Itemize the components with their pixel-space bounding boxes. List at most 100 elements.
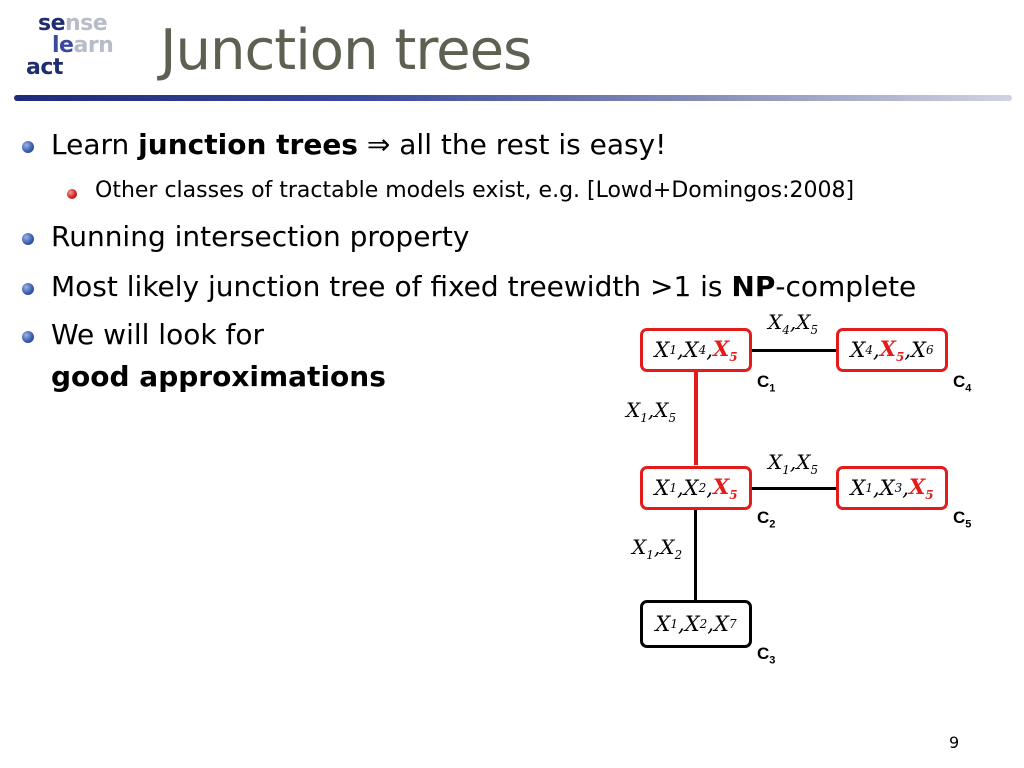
label-sub: 4 bbox=[965, 382, 972, 395]
edge-c2-c3 bbox=[694, 509, 697, 601]
label-letter: C bbox=[757, 372, 770, 391]
var-sub: 1 bbox=[865, 481, 873, 495]
clique-label-c2: C2 bbox=[757, 508, 775, 530]
logo-text: se bbox=[38, 11, 66, 36]
var-highlight: X bbox=[712, 335, 730, 361]
sub-bullet-text: Other classes of tractable models exist,… bbox=[95, 178, 855, 203]
var-sub: 2 bbox=[674, 548, 683, 562]
clique-label-c4: C4 bbox=[953, 372, 971, 394]
var-sub: 4 bbox=[782, 323, 790, 337]
separator-c2-c3: X1,X2 bbox=[632, 535, 683, 562]
label-sub: 1 bbox=[769, 382, 776, 395]
logo-text: arn bbox=[73, 33, 114, 58]
edge-c1-c4 bbox=[750, 349, 838, 352]
var-sub: 1 bbox=[669, 343, 677, 357]
var-sub: 2 bbox=[698, 481, 707, 495]
var-sub: 5 bbox=[668, 411, 677, 425]
label-letter: C bbox=[757, 644, 770, 663]
var-sub: 1 bbox=[669, 481, 677, 495]
var: X bbox=[683, 476, 699, 500]
var-sub: 3 bbox=[894, 481, 903, 495]
separator-c1-c2: X1,X5 bbox=[626, 398, 677, 425]
logo-text: nse bbox=[65, 11, 108, 36]
label-sub: 3 bbox=[769, 654, 776, 667]
bullet-text: Running intersection property bbox=[51, 220, 470, 253]
var: X bbox=[660, 535, 675, 559]
var-sub: 4 bbox=[698, 343, 707, 357]
var-sub: 2 bbox=[699, 617, 708, 631]
label-letter: C bbox=[953, 372, 966, 391]
var: X bbox=[713, 612, 729, 636]
clique-label-c1: C1 bbox=[757, 372, 775, 394]
var: X bbox=[796, 310, 811, 334]
var: X bbox=[850, 476, 866, 500]
slide-title: Junction trees bbox=[160, 18, 532, 83]
var-sub: 5 bbox=[729, 488, 738, 503]
var-sub: 5 bbox=[729, 350, 738, 365]
bullet-bold-text: junction trees bbox=[138, 128, 358, 161]
edge-c2-c5 bbox=[750, 487, 838, 490]
var: X bbox=[654, 398, 669, 422]
var: X bbox=[654, 476, 670, 500]
bullet-icon bbox=[22, 331, 34, 343]
var: X bbox=[911, 338, 926, 362]
sub-bullet-icon bbox=[67, 189, 77, 199]
page-number: 9 bbox=[949, 733, 960, 752]
var-sub: 6 bbox=[925, 343, 934, 357]
label-sub: 2 bbox=[769, 518, 776, 531]
label-sub: 5 bbox=[965, 518, 972, 531]
var-sub: 4 bbox=[865, 343, 873, 357]
bullet-text: Most likely junction tree of fixed treew… bbox=[51, 270, 732, 303]
var: X bbox=[768, 310, 783, 334]
clique-label-c3: C3 bbox=[757, 644, 775, 666]
bullet-text: all the rest is easy! bbox=[390, 128, 667, 161]
var-sub: 1 bbox=[670, 617, 679, 631]
var: X bbox=[684, 612, 700, 636]
var: X bbox=[655, 612, 671, 636]
clique-label-c5: C5 bbox=[953, 508, 971, 530]
var: X bbox=[654, 338, 670, 362]
var: X bbox=[626, 398, 641, 422]
var: X bbox=[683, 338, 699, 362]
bullet-text: We will look for bbox=[51, 318, 264, 351]
var-sub: 1 bbox=[646, 548, 654, 562]
var-sub: 1 bbox=[782, 463, 790, 477]
var-highlight: X bbox=[879, 335, 896, 361]
var: X bbox=[632, 535, 647, 559]
edge-c1-c2 bbox=[694, 371, 698, 465]
var-sub: 1 bbox=[640, 411, 648, 425]
var-sub: 5 bbox=[895, 350, 905, 365]
bullet-text: -complete bbox=[775, 270, 917, 303]
logo-text: le bbox=[52, 33, 74, 58]
title-underline bbox=[14, 95, 1012, 101]
label-letter: C bbox=[953, 508, 966, 527]
var: X bbox=[850, 338, 866, 362]
label-letter: C bbox=[757, 508, 770, 527]
var-sub: 7 bbox=[728, 617, 737, 631]
var-sub: 5 bbox=[925, 488, 934, 503]
implies-arrow: ⇒ bbox=[357, 128, 391, 161]
separator-c1-c4: X4,X5 bbox=[768, 310, 819, 337]
var: X bbox=[768, 450, 783, 474]
bullet-bold-text: good approximations bbox=[51, 360, 386, 393]
var-sub: 5 bbox=[810, 323, 819, 337]
var-sub: 5 bbox=[810, 463, 819, 477]
separator-c2-c5: X1,X5 bbox=[768, 450, 819, 477]
var-highlight: X bbox=[908, 473, 926, 499]
logo-text: act bbox=[26, 55, 63, 80]
var: X bbox=[879, 476, 895, 500]
var-highlight: X bbox=[712, 473, 730, 499]
bullet-text: Learn bbox=[51, 128, 139, 161]
var: X bbox=[796, 450, 811, 474]
bullet-icon bbox=[22, 283, 34, 295]
sense-learn-act-logo: sense learn act bbox=[20, 12, 130, 92]
bullet-bold-text: NP bbox=[731, 270, 776, 303]
bullet-icon bbox=[22, 233, 34, 245]
bullet-icon bbox=[22, 141, 34, 153]
